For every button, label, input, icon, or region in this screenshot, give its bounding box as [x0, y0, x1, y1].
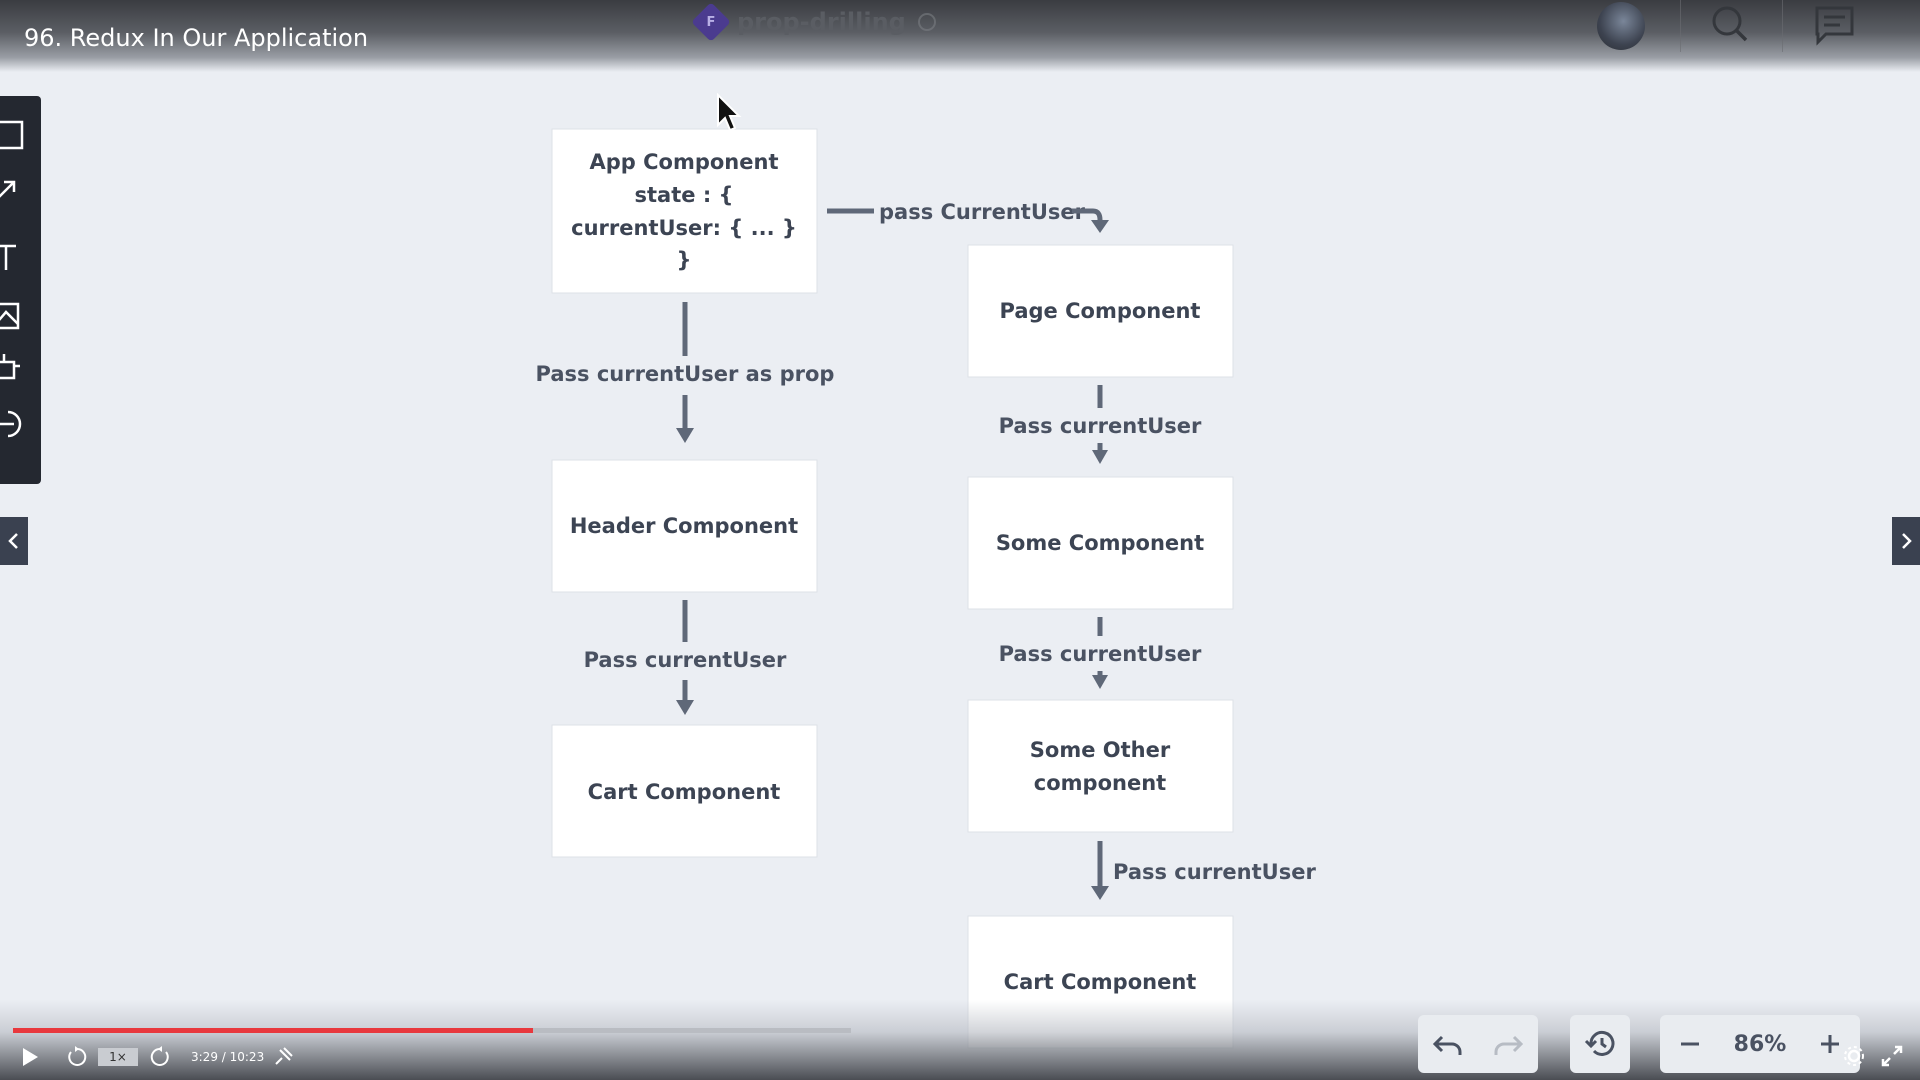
tool-bar — [0, 96, 41, 484]
zoom-out-icon — [1681, 1042, 1699, 1046]
right-arrow-2-label: Pass currentUser — [999, 642, 1202, 666]
connector-label: pass CurrentUser — [879, 200, 1086, 224]
divider — [1680, 0, 1681, 52]
fullscreen-icon[interactable] — [1880, 1044, 1904, 1068]
zoom-level[interactable]: 86% — [1733, 1031, 1787, 1057]
replay-icon[interactable] — [66, 1046, 88, 1068]
exit-tool-icon — [0, 410, 22, 438]
zoom-group: 86% — [1660, 1015, 1860, 1073]
some-other-component-box[interactable]: Some Other component — [967, 699, 1234, 833]
app-component-box[interactable]: App Component state : { currentUser: { .… — [551, 128, 818, 294]
chevron-right-icon — [1902, 533, 1912, 549]
tool-icons — [0, 120, 24, 438]
header-component-label: Header Component — [570, 514, 798, 538]
app-line-2: state : { — [635, 183, 734, 207]
search-icon[interactable] — [1705, 2, 1755, 46]
image-tool-icon — [0, 302, 20, 330]
right-arrow-2-head — [1092, 675, 1108, 689]
redo-button[interactable] — [1478, 1015, 1538, 1073]
some-other-line-1: Some Other — [1030, 738, 1171, 762]
undo-button[interactable] — [1418, 1015, 1478, 1073]
app-line-3: currentUser: { ... } — [571, 216, 797, 240]
text-tool-icon — [0, 244, 16, 270]
zoom-out-button[interactable] — [1660, 1015, 1720, 1073]
header-component-box[interactable]: Header Component — [551, 459, 818, 593]
plugin-tool-icon — [0, 354, 20, 380]
divider — [1782, 0, 1783, 52]
connector-curve — [1072, 208, 1103, 222]
history-group — [1570, 1015, 1630, 1073]
left-cart-label: Cart Component — [588, 780, 781, 804]
left-arrow-1-label: Pass currentUser as prop — [536, 362, 835, 386]
video-title: 96. Redux In Our Application — [24, 24, 369, 52]
arrow-tool-icon — [0, 180, 16, 198]
video-progress-fill — [13, 1028, 533, 1033]
some-component-label: Some Component — [996, 531, 1204, 555]
previous-slide-button[interactable] — [0, 517, 28, 565]
play-icon[interactable] — [20, 1046, 40, 1068]
settings-icon[interactable] — [1842, 1044, 1866, 1068]
history-icon — [1584, 1030, 1615, 1056]
pin-icon[interactable] — [272, 1046, 294, 1068]
video-progress-bar[interactable] — [13, 1028, 851, 1033]
figma-logo-icon: F — [691, 2, 731, 42]
zoom-in-button[interactable] — [1800, 1015, 1860, 1073]
right-arrow-1-label: Pass currentUser — [999, 414, 1202, 438]
avatar[interactable] — [1597, 2, 1645, 50]
right-arrow-3-label: Pass currentUser — [1113, 860, 1316, 884]
page-component-box[interactable]: Page Component — [967, 244, 1234, 378]
app-line-4: } — [677, 248, 692, 272]
mouse-cursor-icon — [717, 93, 742, 132]
undo-redo-group — [1418, 1015, 1538, 1073]
history-button[interactable] — [1570, 1015, 1630, 1073]
next-slide-button[interactable] — [1892, 517, 1920, 565]
document-title[interactable]: F prop-drilling — [691, 2, 936, 42]
some-component-box[interactable]: Some Component — [967, 476, 1234, 610]
left-cart-component-box[interactable]: Cart Component — [551, 724, 818, 858]
page-component-label: Page Component — [1000, 299, 1201, 323]
left-arrow-2-label: Pass currentUser — [584, 648, 787, 672]
chevron-left-icon — [8, 533, 18, 549]
video-control-bar — [0, 1000, 1920, 1080]
video-time: 3:29 / 10:23 — [191, 1050, 265, 1064]
redo-icon — [1494, 1035, 1524, 1055]
document-name: prop-drilling — [737, 8, 906, 36]
connector-head — [1091, 220, 1109, 233]
comment-icon[interactable] — [1810, 2, 1860, 46]
left-arrow-2-head — [676, 700, 694, 715]
rectangle-tool-icon — [0, 120, 24, 150]
zoom-in-icon — [1821, 1035, 1839, 1053]
undo-icon — [1432, 1035, 1462, 1055]
some-other-line-2: component — [1034, 771, 1166, 795]
app-line-1: App Component — [590, 150, 779, 174]
right-arrow-3-head — [1091, 886, 1109, 900]
playback-speed-button[interactable]: 1× — [98, 1048, 138, 1066]
status-dot-icon — [917, 13, 936, 31]
left-arrow-1-head — [676, 428, 694, 443]
right-cart-label: Cart Component — [1004, 970, 1197, 994]
right-arrow-1-head — [1092, 450, 1108, 464]
forward-icon[interactable] — [149, 1046, 171, 1068]
